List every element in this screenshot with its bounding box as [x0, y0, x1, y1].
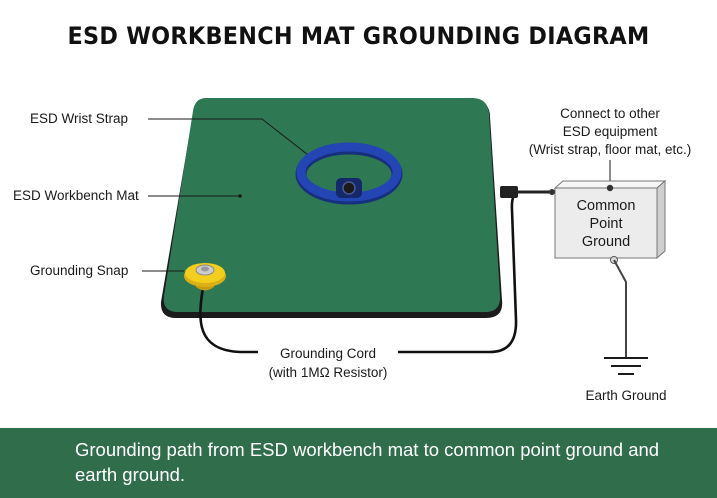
box-terminal-top	[606, 184, 614, 192]
label-earth-ground: Earth Ground	[585, 388, 667, 403]
common-point-ground-box	[553, 179, 667, 260]
cord-plug	[500, 186, 518, 198]
earth-ground-icon	[604, 357, 648, 375]
label-wrist-strap: ESD Wrist Strap	[30, 111, 129, 126]
label-grounding-snap: Grounding Snap	[30, 263, 129, 278]
footer-banner: Grounding path from ESD workbench mat to…	[0, 428, 717, 498]
label-connect-line1: Connect to other	[560, 106, 660, 121]
label-common-point-line1: Common	[576, 198, 636, 214]
label-connect-line3: (Wrist strap, floor mat, etc.)	[528, 142, 692, 157]
wrist-strap-icon	[295, 142, 403, 205]
diagram-title: ESD WORKBENCH MAT GROUNDING DIAGRAM	[67, 22, 650, 50]
earth-ground-wire	[613, 259, 627, 358]
label-common-point-line2: Point	[589, 216, 623, 232]
workbench-mat-leader-dot	[238, 194, 242, 198]
footer-caption: Grounding path from ESD workbench mat to…	[75, 439, 660, 485]
label-grounding-cord: Grounding Cord	[258, 346, 398, 361]
label-grounding-cord-note: (with 1MΩ Resistor)	[268, 365, 388, 380]
label-workbench-mat: ESD Workbench Mat	[13, 188, 139, 203]
wrist-strap-leader	[148, 118, 313, 159]
label-connect-line2: ESD equipment	[562, 124, 658, 139]
grounding-diagram	[142, 98, 667, 375]
box-terminal-left	[549, 189, 555, 195]
label-common-point-line3: Ground	[581, 234, 631, 250]
workbench-mat	[163, 98, 501, 312]
grounding-snap-icon	[184, 263, 226, 291]
